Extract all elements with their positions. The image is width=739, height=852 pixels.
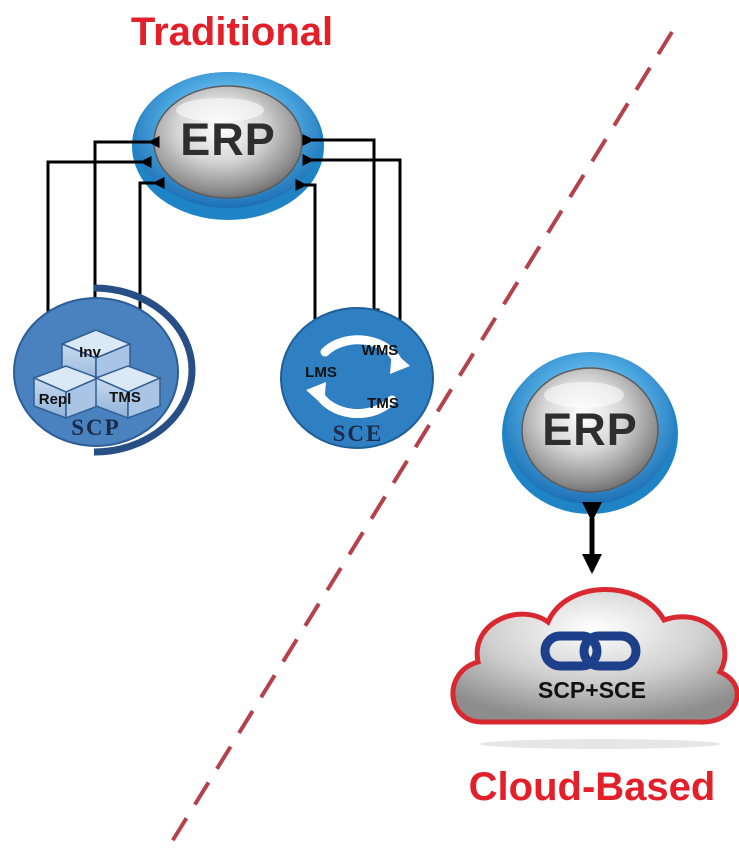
scp-module-repl: Repl (39, 391, 72, 408)
cloud-label: SCP+SCE (538, 677, 646, 703)
connector-arrows (42, 134, 406, 389)
sce-module-wms: WMS (362, 342, 399, 359)
sce-label: SCE (333, 421, 384, 446)
scp-label: SCP (71, 415, 120, 440)
cloud-node: SCP+SCE (450, 587, 739, 749)
scp-module-tms: TMS (109, 389, 141, 406)
traditional-title: Traditional (131, 10, 333, 54)
cloud-based-title: Cloud-Based (469, 765, 716, 809)
divider-line (166, 30, 674, 850)
sce-node: WMS LMS TMS SCE (280, 307, 434, 449)
erp-label-traditional: ERP (180, 114, 276, 165)
cube-stack-icon (32, 329, 162, 420)
scp-node: Inv Repl TMS SCP (13, 284, 196, 456)
scp-module-inv: Inv (79, 344, 101, 361)
erp-label-cloud: ERP (542, 404, 638, 455)
erp-node-traditional: ERP (132, 72, 324, 220)
sce-module-tms: TMS (367, 395, 399, 412)
sce-module-lms: LMS (305, 364, 337, 381)
erp-node-cloud: ERP (502, 352, 678, 514)
chain-link-icon (540, 631, 641, 671)
refresh-cycle-icon (306, 335, 410, 419)
